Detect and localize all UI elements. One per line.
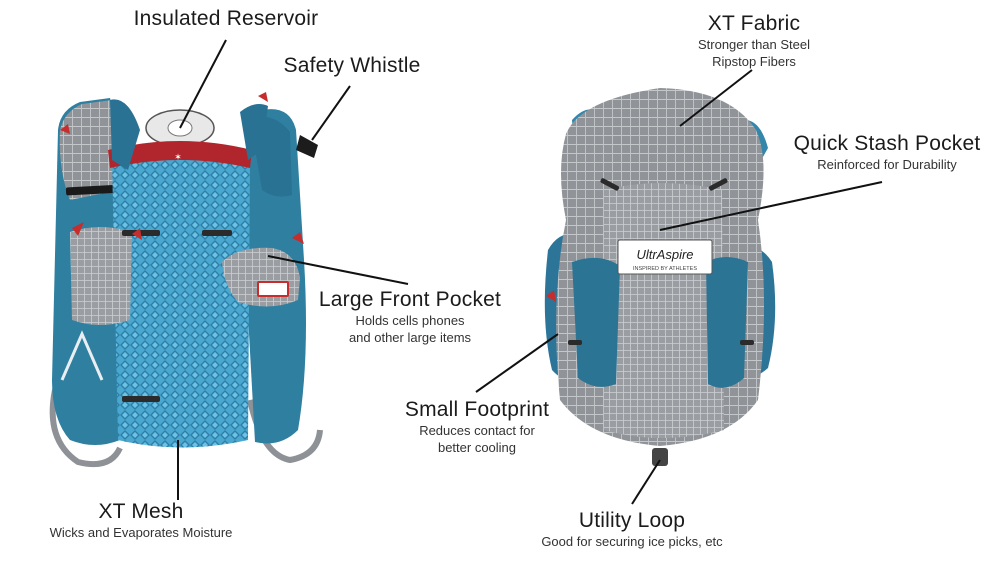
leader-lines — [177, 39, 883, 505]
callout-title: Quick Stash Pocket — [793, 132, 981, 155]
left-shoulder-fabric — [59, 100, 120, 200]
callout-large-front-pocket: Large Front Pocket Holds cells phones an… — [312, 288, 508, 346]
utility-loop-tab — [652, 448, 668, 466]
callout-title: Small Footprint — [404, 398, 550, 421]
brand-logo: UltrAspire INSPIRED BY ATHLETES — [617, 239, 713, 275]
callout-subtitle: Stronger than Steel Ripstop Fibers — [697, 37, 811, 69]
callout-subtitle: Reinforced for Durability — [817, 157, 957, 172]
callout-xt-fabric: XT Fabric Stronger than Steel Ripstop Fi… — [682, 12, 826, 70]
callout-small-footprint: Small Footprint Reduces contact for bett… — [398, 398, 556, 456]
callout-quick-stash-pocket: Quick Stash Pocket Reinforced for Durabi… — [788, 132, 986, 173]
red-collar — [108, 141, 252, 168]
callout-title: Insulated Reservoir — [133, 7, 319, 30]
callout-xt-mesh: XT Mesh Wicks and Evaporates Moisture — [28, 500, 254, 541]
callout-insulated-reservoir: Insulated Reservoir — [126, 7, 326, 31]
leader-small-footprint — [475, 333, 559, 393]
whistle — [296, 135, 318, 158]
callout-title: XT Fabric — [707, 12, 801, 35]
leader-xt-fabric — [679, 69, 753, 127]
callout-safety-whistle: Safety Whistle — [272, 54, 432, 78]
left-side-strap — [49, 389, 123, 468]
back-pack — [544, 88, 776, 466]
leader-safety-whistle — [311, 85, 351, 141]
callout-subtitle: Good for securing ice picks, etc — [541, 534, 723, 549]
callout-utility-loop: Utility Loop Good for securing ice picks… — [526, 509, 738, 550]
zip-strip — [65, 184, 123, 196]
svg-text:✶: ✶ — [174, 153, 182, 163]
callout-subtitle: Reduces contact for better cooling — [419, 423, 535, 455]
mesh-panel — [112, 150, 250, 448]
logo-tagline: INSPIRED BY ATHLETES — [633, 266, 697, 272]
leader-quick-stash-pocket — [659, 181, 883, 231]
callout-title: Large Front Pocket — [318, 288, 502, 311]
logo-chevron — [60, 330, 104, 381]
leader-large-front-pocket — [267, 255, 409, 285]
leader-utility-loop — [631, 459, 661, 505]
front-vest: ✶ — [49, 92, 323, 468]
callout-title: Utility Loop — [578, 509, 686, 532]
leader-insulated-reservoir — [179, 39, 227, 129]
callout-title: Safety Whistle — [283, 54, 421, 77]
callout-subtitle: Holds cells phones and other large items — [348, 313, 472, 345]
quick-stash-panel — [604, 183, 724, 438]
left-bottle-pocket — [70, 227, 132, 325]
logo-text: UltrAspire — [636, 247, 693, 262]
callout-subtitle: Wicks and Evaporates Moisture — [49, 525, 233, 540]
callout-title: XT Mesh — [98, 500, 184, 523]
